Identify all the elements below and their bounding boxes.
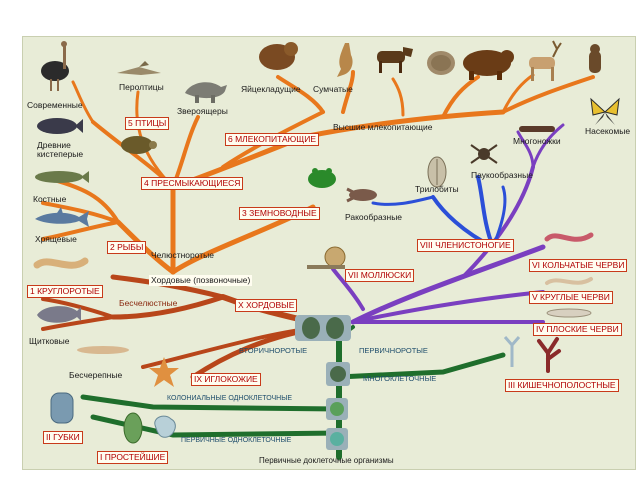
label-arachnids: Паукообразные <box>471 170 533 180</box>
label-jawless: Бесчелюстные <box>119 298 178 308</box>
label-deuterostomes: ВТОРИЧНОРОТЫЕ <box>239 346 308 355</box>
spider-icon <box>470 144 498 164</box>
label-modern: Современные <box>27 100 83 110</box>
phylum-roundmouths: 1 КРУГЛОРОТЫЕ <box>27 285 103 298</box>
phylum-annelids: VI КОЛЬЧАТЫЕ ЧЕРВИ <box>529 259 628 272</box>
coelacanth-icon <box>37 118 83 134</box>
label-jawed: Челюстноротые <box>151 250 215 260</box>
lamprey-icon <box>33 257 89 269</box>
protostome-worm-branches <box>331 123 565 325</box>
earthworm-icon <box>544 232 594 242</box>
shark-icon <box>35 207 89 227</box>
ostrich-icon <box>41 41 69 91</box>
label-marsupials: Сумчатые <box>313 84 353 94</box>
sponge-icon <box>50 392 74 424</box>
phylum-amphibians: 3 ЗЕМНОВОДНЫЕ <box>239 207 320 220</box>
bear-icon <box>463 50 514 80</box>
trilobite-icon <box>427 156 447 188</box>
vertebrate-branches <box>41 70 595 275</box>
label-skullless: Бесчерепные <box>69 370 123 380</box>
phylum-fish: 2 РЫБЫ <box>107 241 147 254</box>
label-myriapods: Многоножки <box>513 136 561 146</box>
dog-icon <box>377 47 413 73</box>
colonial-cell-icon <box>326 398 348 420</box>
evolution-tree-diagram: Современные Перолтицы Звероящеры Яйцекла… <box>22 36 636 470</box>
label-higher-mammals: Высшие млекопитающие <box>333 122 433 132</box>
turtle-icon <box>121 136 157 154</box>
millipede-icon <box>519 126 555 132</box>
kangaroo-icon <box>337 43 353 77</box>
phylum-mollusks: VII МОЛЛЮСКИ <box>345 269 415 282</box>
amoeba-icon <box>154 415 176 438</box>
phylum-coelenterates: III КИШЕЧНОПОЛОСТНЫЕ <box>505 379 619 392</box>
snail-icon <box>307 246 346 269</box>
beaver-icon <box>259 42 298 70</box>
phylum-chordates: X ХОРДОВЫЕ <box>235 299 298 312</box>
label-crustaceans: Ракообразные <box>345 212 403 222</box>
label-precellular: Первичные доклеточные организмы <box>259 456 394 465</box>
label-insects: Насекомые <box>585 126 631 136</box>
label-colonial: КОЛОНИАЛЬНЫЕ ОДНОКЛЕТОЧНЫЕ <box>167 395 293 402</box>
dinosaur-icon <box>185 82 227 103</box>
multicellular-icon <box>326 362 350 386</box>
label-oviparous: Яйцекладущие <box>241 84 301 94</box>
phylum-birds: 5 ПТИЦЫ <box>125 117 170 130</box>
starfish-icon <box>149 357 179 387</box>
label-pterosaurs: Перолтицы <box>119 82 164 92</box>
hedgehog-icon <box>427 51 455 75</box>
label-dinosaurs: Звероящеры <box>177 106 228 116</box>
label-multicellular: МНОГОКЛЕТОЧНЫЕ <box>363 374 437 383</box>
phylum-echinoderms: IX ИГЛОКОЖИЕ <box>191 373 261 386</box>
phylum-arthropods: VIII ЧЛЕНИСТОНОГИЕ <box>417 239 514 252</box>
phylum-mammals: 6 МЛЕКОПИТАЮЩИЕ <box>225 133 320 146</box>
coral-icon <box>537 337 561 373</box>
colony-icon <box>123 412 143 444</box>
armored-fish-icon <box>37 306 81 323</box>
chordate-ancestor-icon <box>295 315 351 341</box>
deer-icon <box>529 40 562 81</box>
crayfish-icon <box>346 187 377 203</box>
roundworm-icon <box>545 277 593 285</box>
frog-icon <box>308 168 336 188</box>
phylum-reptiles: 4 ПРЕСМЫКАЮЩИЕСЯ <box>141 177 244 190</box>
label-bony-fish: Костные <box>33 194 67 204</box>
label-protostomes: ПЕРВИЧНОРОТЫЕ <box>359 346 428 355</box>
label-cartilaginous: Хрящевые <box>35 234 77 244</box>
pterosaur-icon <box>117 61 161 75</box>
polyp-icon <box>503 336 521 367</box>
lancelet-icon <box>77 346 129 354</box>
primary-cell-icon <box>326 428 348 450</box>
flatworm-icon <box>546 308 592 318</box>
phylum-sponges: II ГУБКИ <box>43 431 83 444</box>
label-chordata-vertebrates: Хордовые (позвоночные) <box>149 275 253 286</box>
label-primary-unicellular: ПЕРВИЧНЫЕ ОДНОКЛЕТОЧНЫЕ <box>181 437 292 444</box>
monkey-icon <box>589 44 601 73</box>
branch-lines <box>41 70 595 460</box>
pike-icon <box>35 171 89 183</box>
label-ancient-fish: Древние кистеперые <box>37 140 84 160</box>
phylum-flatworms: IV ПЛОСКИЕ ЧЕРВИ <box>533 323 622 336</box>
phylum-roundworms: V КРУГЛЫЕ ЧЕРВИ <box>529 291 613 304</box>
phylum-protozoa: I ПРОСТЕЙШИЕ <box>97 451 169 464</box>
butterfly-icon <box>590 97 620 125</box>
label-shelled: Щитковые <box>29 336 70 346</box>
label-trilobites: Трилобиты <box>415 184 459 194</box>
